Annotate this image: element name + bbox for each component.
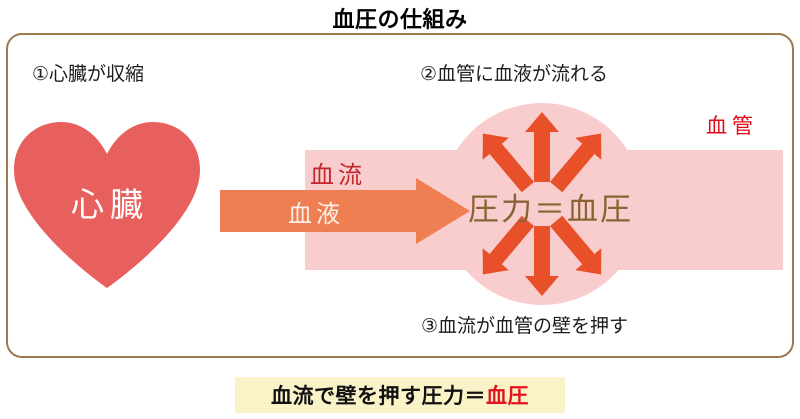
summary-banner: 血流で壁を押す圧力＝血圧 xyxy=(235,377,565,413)
arrow-up-right-icon xyxy=(550,133,602,193)
blood-flow-arrow xyxy=(220,178,470,244)
summary-banner-accent: 血圧 xyxy=(486,385,529,408)
step-label-3: ③血流が血管の壁を押す xyxy=(421,316,629,337)
heart-shape: 心臓 xyxy=(12,120,202,288)
bloodflow-label: 血流 xyxy=(310,162,366,189)
arrow-up-icon xyxy=(525,112,559,182)
arrow-down-icon xyxy=(525,226,559,296)
pressure-arrow-group-icon xyxy=(482,112,602,296)
step-label-2: ②血管に血液が流れる xyxy=(420,64,609,85)
vessel-label: 血管 xyxy=(706,115,758,138)
arrow-down-right-icon xyxy=(550,215,602,275)
page-title: 血圧の仕組み xyxy=(332,7,468,32)
arrow-up-left-icon xyxy=(482,133,534,193)
step-label-1: ①心臓が収縮 xyxy=(32,64,145,85)
pressure-arrows xyxy=(441,103,643,305)
right-arrow-icon xyxy=(220,178,470,244)
summary-banner-text: 血流で壁を押す圧力＝ xyxy=(271,385,486,408)
heart-label: 心臓 xyxy=(71,186,149,223)
heart-icon xyxy=(14,122,200,288)
arrow-down-left-icon xyxy=(482,215,534,275)
blood-label: 血液 xyxy=(288,201,344,228)
pressure-equation: 圧力＝血圧 xyxy=(468,192,633,227)
